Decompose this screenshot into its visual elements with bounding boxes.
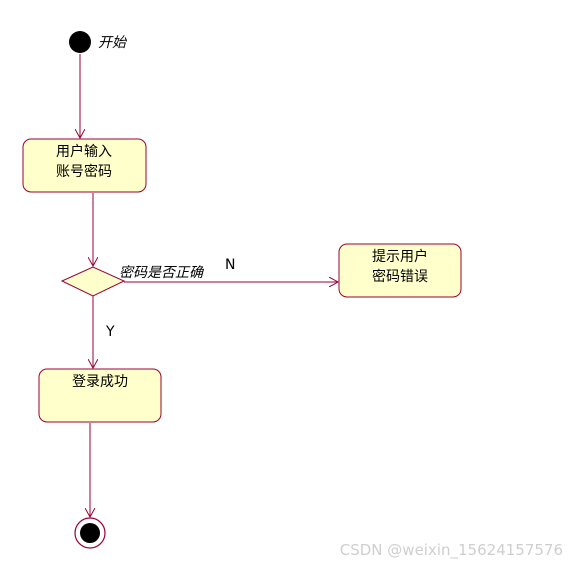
start-node	[69, 31, 91, 53]
end-node-inner	[80, 523, 100, 543]
state-user-input[interactable]	[22, 138, 147, 193]
state-user-input-line1: 用户输入	[56, 143, 112, 160]
decision-label: 密码是否正确	[119, 265, 205, 281]
state-error-line2: 密码错误	[372, 268, 428, 285]
start-label: 开始	[98, 35, 128, 51]
state-success[interactable]	[38, 368, 162, 423]
state-success-label: 登录成功	[72, 374, 128, 390]
no-label: N	[225, 257, 235, 273]
yes-label: Y	[105, 324, 115, 340]
watermark: CSDN @weixin_15624157576	[340, 541, 563, 560]
state-error[interactable]	[338, 243, 462, 298]
state-error-line1: 提示用户	[372, 248, 428, 265]
decision-node[interactable]	[60, 266, 126, 297]
state-user-input-line2: 账号密码	[56, 163, 112, 180]
